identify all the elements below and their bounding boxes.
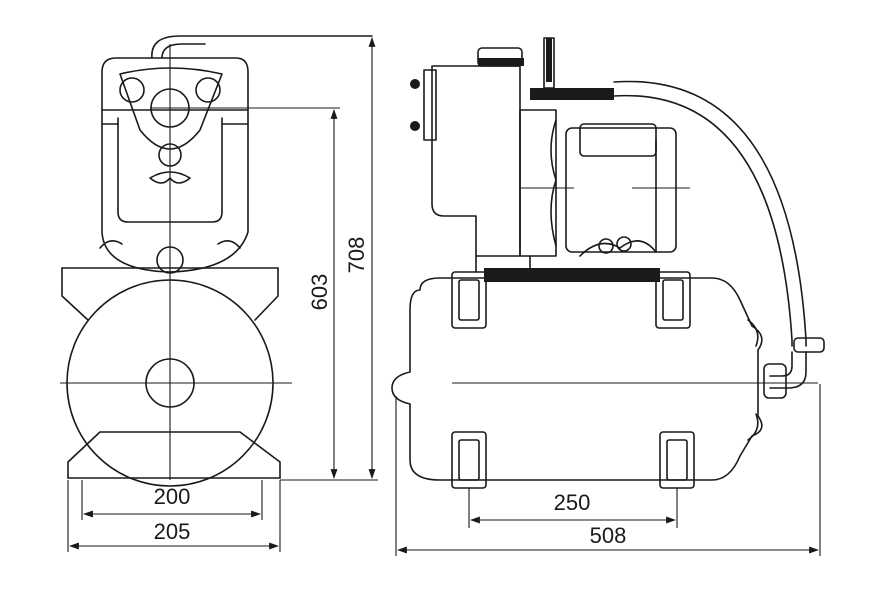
dim-label-603: 603: [307, 274, 332, 311]
side-tank: [391, 277, 763, 481]
side-pump-head: [431, 65, 521, 257]
front-tank-shoulder: [61, 267, 279, 321]
dim-label-205: 205: [154, 519, 191, 544]
dim-label-200: 200: [154, 484, 191, 509]
dim-label-508: 508: [590, 523, 627, 548]
side-dimensions: [395, 384, 821, 556]
side-hose-outer: [613, 80, 807, 347]
side-tank-plate: [484, 268, 660, 282]
front-pump-body: [101, 57, 249, 273]
side-view: [391, 37, 825, 489]
front-view: [60, 35, 373, 487]
side-bracket-top-left: [451, 271, 487, 329]
side-motor-body: [565, 127, 677, 253]
front-bolt-left: [119, 77, 145, 103]
side-motor-flange: [519, 109, 557, 257]
side-motor-fins: [579, 240, 657, 257]
front-dimensions: [67, 37, 378, 552]
dim-label-250: 250: [554, 490, 591, 515]
side-flange-bar: [530, 88, 614, 100]
side-bracket-top-right: [655, 271, 691, 329]
dim-label-708: 708: [344, 237, 369, 274]
front-bolt-right: [195, 77, 221, 103]
front-base-feet: [67, 431, 281, 479]
side-hose-fitting: [793, 337, 825, 353]
side-bolt-lower: [410, 121, 420, 131]
side-valve: [763, 363, 787, 399]
side-bolt-upper: [410, 79, 420, 89]
front-hose: [151, 35, 373, 59]
side-hose-inner: [613, 94, 793, 347]
